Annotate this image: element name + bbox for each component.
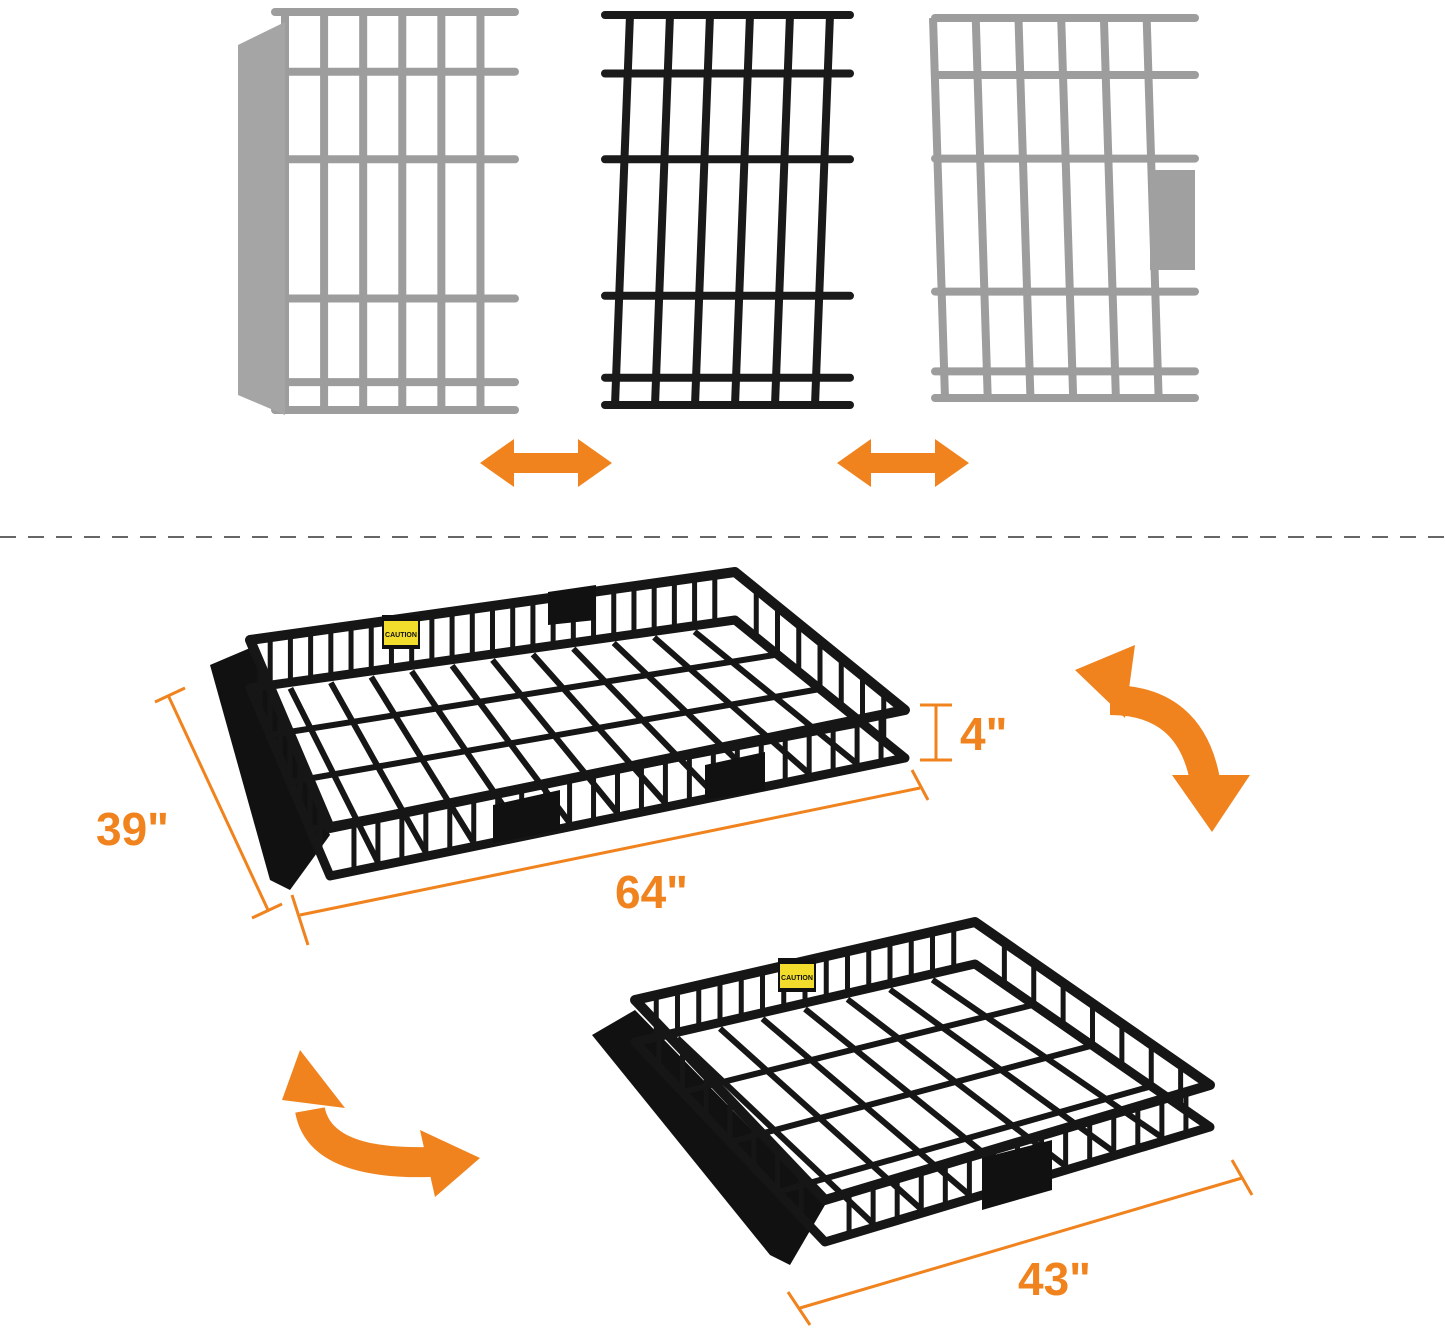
double-arrow-horizontal-icon xyxy=(480,439,612,487)
height-label: 4" xyxy=(960,708,1007,760)
fairing xyxy=(238,22,285,415)
wind-fairing xyxy=(210,648,330,890)
frame-bar xyxy=(776,1083,1153,1195)
exploded-sections xyxy=(238,8,1199,415)
frame-bar xyxy=(1014,17,1035,399)
dimension-43 xyxy=(786,1159,1254,1326)
mounting-bracket xyxy=(982,1140,1052,1210)
frame-bar xyxy=(729,1042,1094,1145)
bottom-rim xyxy=(630,959,1215,1247)
small-basket xyxy=(592,917,1215,1265)
length-label: 64" xyxy=(615,866,688,918)
frame-bar xyxy=(1099,17,1120,399)
frame-bar xyxy=(929,17,949,399)
mounting-bracket xyxy=(548,585,596,625)
side-bracket xyxy=(1150,170,1195,270)
frame-bar xyxy=(731,14,754,406)
caution-sticker xyxy=(382,615,420,649)
wind-fairing xyxy=(592,1010,825,1265)
dimension-4 xyxy=(920,703,952,762)
frame-bar xyxy=(289,686,821,785)
large-basket xyxy=(210,567,910,890)
dimension-64 xyxy=(290,769,930,946)
frame-bar xyxy=(771,14,794,406)
dimension-39 xyxy=(154,686,283,920)
frame-bar xyxy=(611,14,634,406)
frame-bar xyxy=(651,14,674,406)
frame-bar xyxy=(811,14,834,406)
frame-bar xyxy=(1057,17,1078,399)
double-arrow-horizontal-icon xyxy=(837,439,969,487)
sticker xyxy=(384,621,418,645)
sticker xyxy=(780,964,814,988)
small-sticker-text: CAUTION xyxy=(781,975,813,982)
frame-bar xyxy=(971,17,992,399)
mounting-bracket xyxy=(705,752,765,800)
caution-sticker xyxy=(778,958,816,992)
left-end-section xyxy=(271,8,519,414)
small-length-label: 43" xyxy=(1018,1253,1091,1305)
frame-bar xyxy=(681,1001,1035,1095)
frame-bar xyxy=(269,651,778,738)
width-label: 39" xyxy=(96,803,169,855)
top-rim xyxy=(630,917,1215,1205)
middle-extension-section xyxy=(601,11,854,409)
large-sticker-text: CAUTION xyxy=(385,632,417,639)
mounting-bracket xyxy=(493,790,560,843)
frame-bar xyxy=(691,14,714,406)
curved-double-arrow-icon xyxy=(282,1050,480,1197)
curved-double-arrow-icon xyxy=(1075,645,1250,832)
